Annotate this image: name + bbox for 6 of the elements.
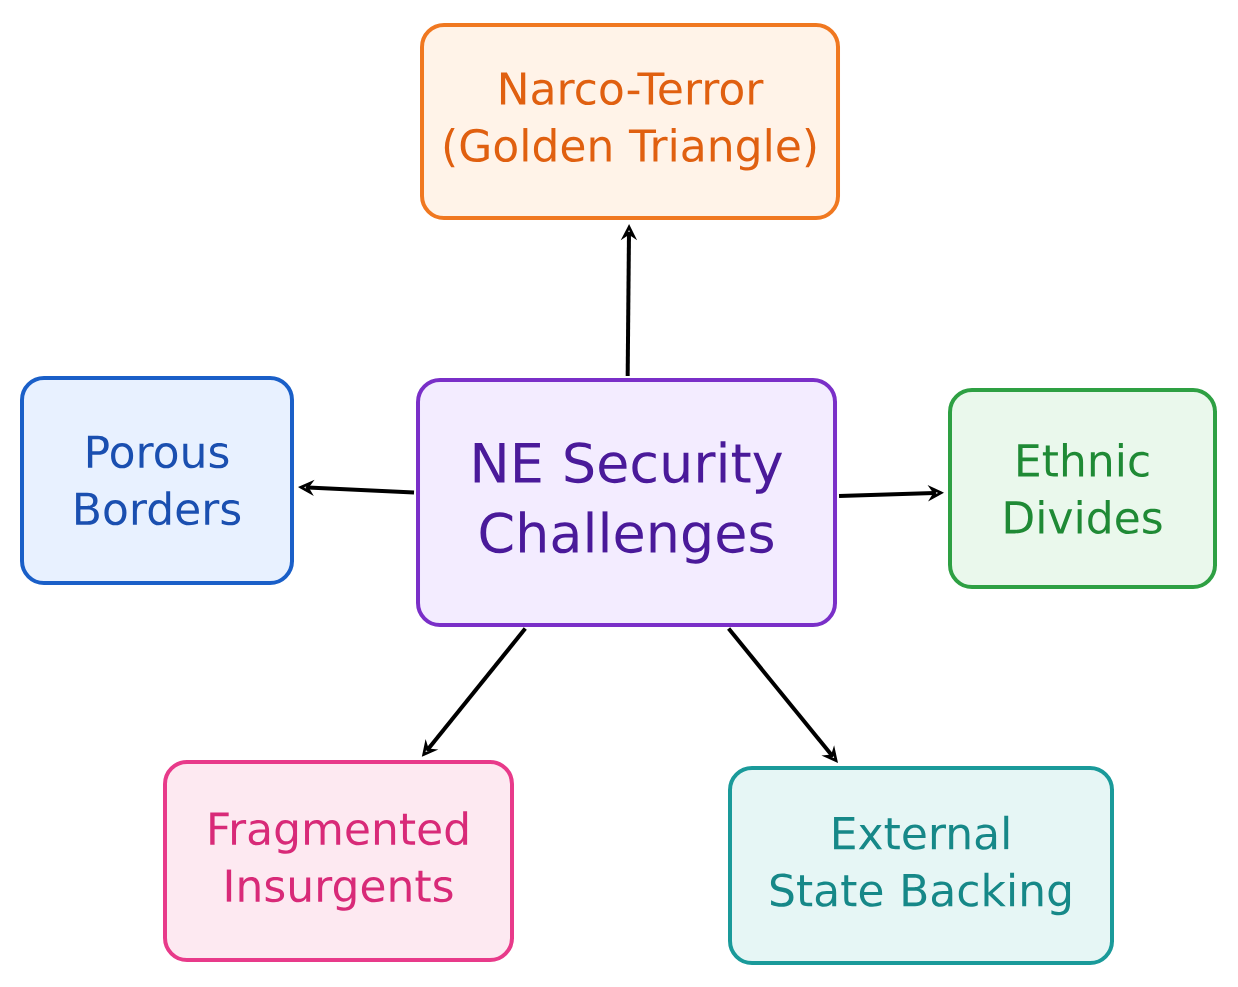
challenge-box: External State Backing (728, 766, 1114, 965)
challenge-box: Fragmented Insurgents (163, 760, 514, 962)
challenge-box: NE Security Challenges (416, 378, 837, 627)
challenge-box: Ethnic Divides (948, 388, 1217, 589)
challenge-box: Narco-Terror (Golden Triangle) (420, 23, 840, 220)
challenge-box: Porous Borders (20, 376, 294, 585)
